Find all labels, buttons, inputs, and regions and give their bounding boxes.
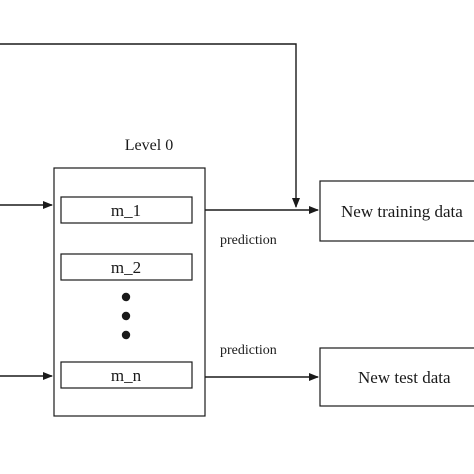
model-label-1: m_1: [111, 201, 141, 220]
prediction-label-top: prediction: [220, 233, 277, 248]
prediction-label-bottom: prediction: [220, 343, 277, 358]
model-label-2: m_2: [111, 258, 141, 277]
ellipsis-dot-2: [121, 311, 131, 321]
new-test-data-label: New test data: [358, 368, 451, 387]
model-box-n: [60, 361, 193, 389]
level-label: Level 0: [125, 137, 173, 154]
model-box-1: [60, 196, 193, 224]
model-box-2: [60, 253, 193, 281]
ellipsis-dot-1: [121, 292, 131, 302]
new-test-data-box: [319, 347, 474, 407]
level-0-container: [53, 167, 206, 417]
model-label-n: m_n: [111, 366, 142, 385]
new-training-data-label: New training data: [341, 202, 463, 221]
ellipsis-dot-3: [121, 330, 131, 340]
new-training-data-box: [319, 180, 474, 242]
feedback-line: [0, 43, 300, 208]
